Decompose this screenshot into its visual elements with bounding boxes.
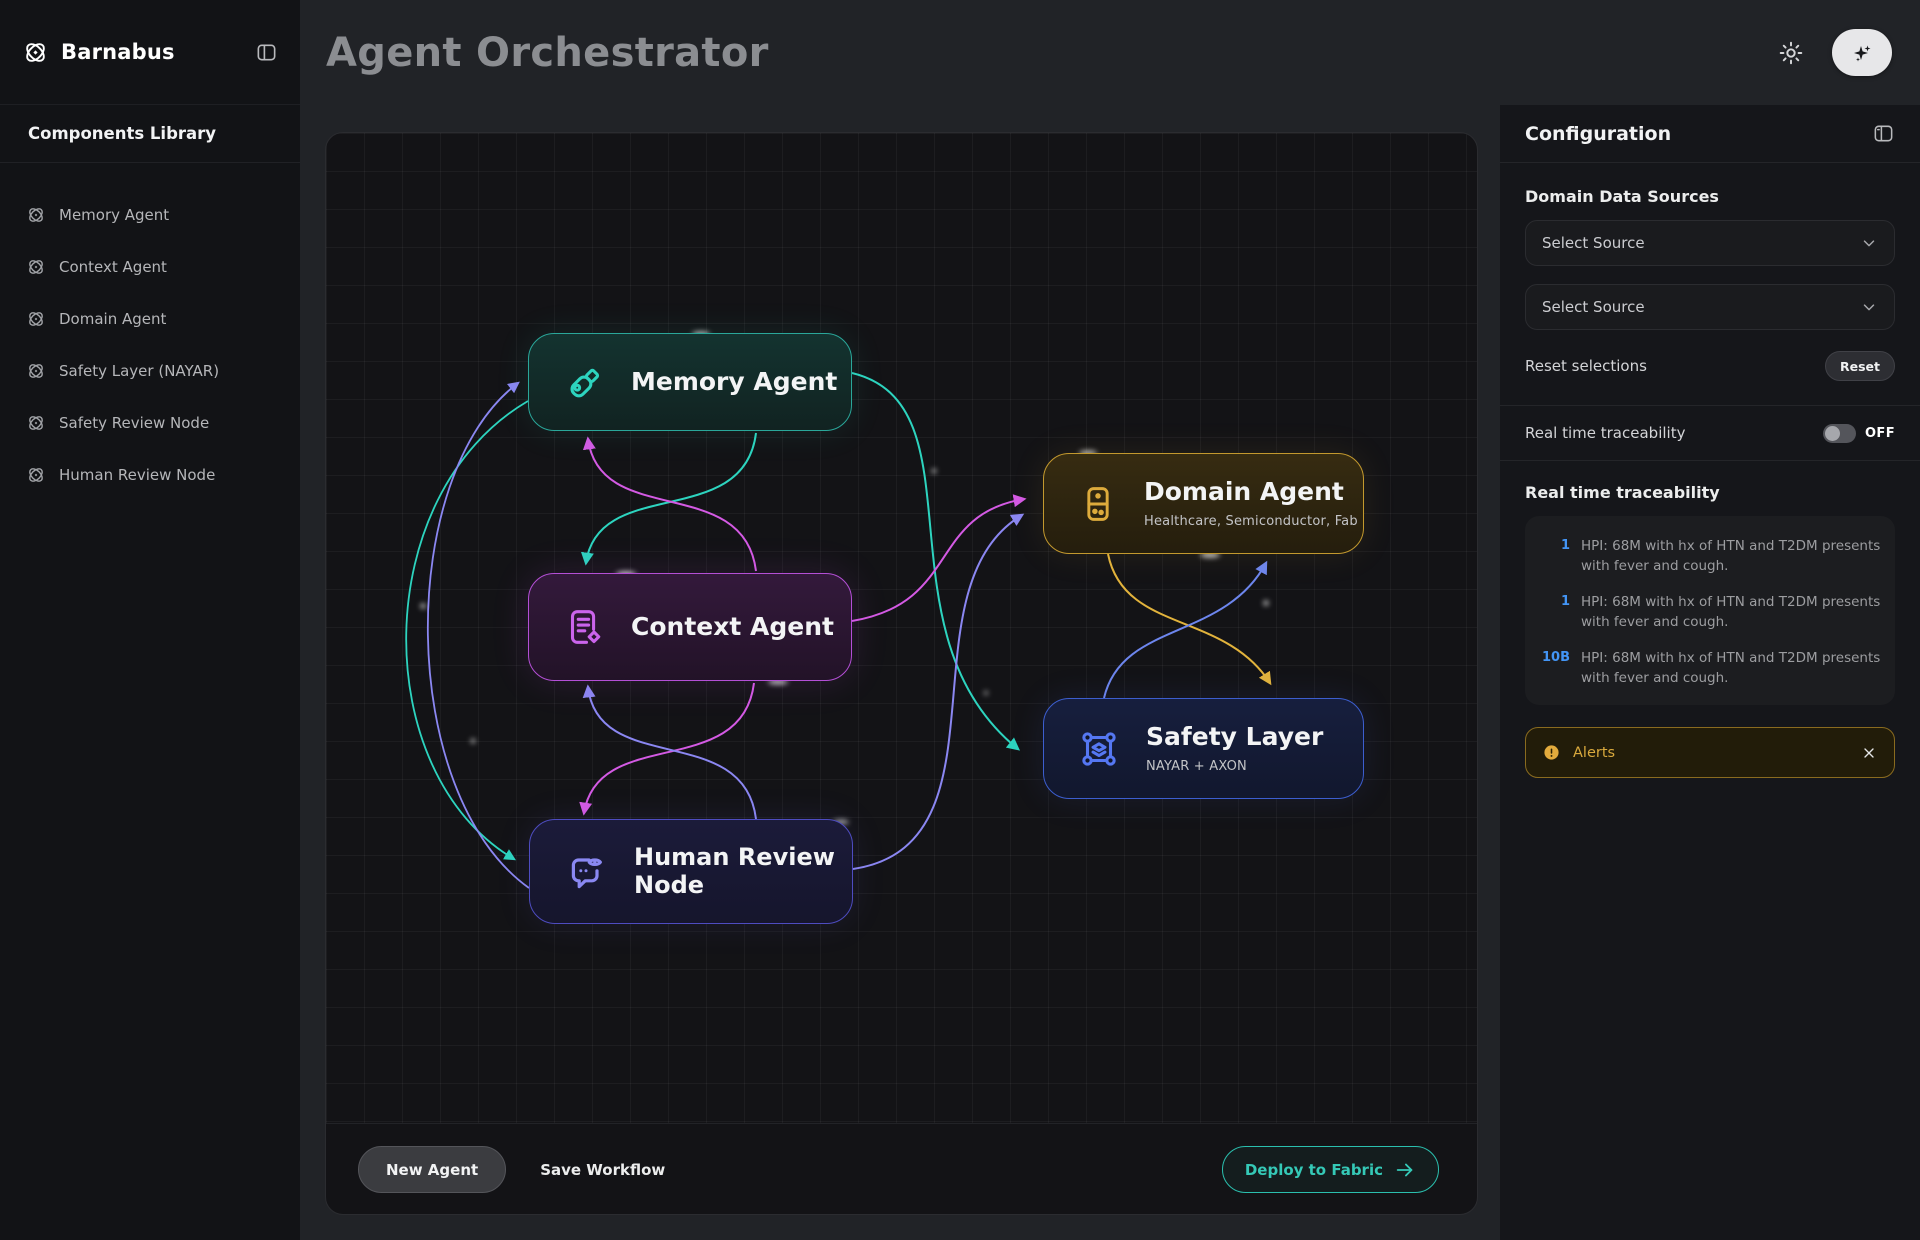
library-heading: Components Library	[28, 124, 217, 143]
sparkles-icon	[1854, 45, 1871, 61]
node-domain-agent[interactable]: Domain Agent Healthcare, Semiconductor, …	[1043, 453, 1364, 554]
configuration-header: Configuration	[1500, 105, 1920, 163]
theme-sun-icon[interactable]	[1778, 40, 1804, 66]
trace-badge: 1	[1560, 538, 1570, 553]
arrow-right-icon	[1396, 1163, 1413, 1176]
brand-name: Barnabus	[61, 40, 175, 64]
source-select-2[interactable]: Select Source	[1525, 284, 1895, 330]
human-review-chat-eye-icon	[571, 857, 602, 888]
deploy-label: Deploy to Fabric	[1244, 1160, 1383, 1179]
node-title: Context Agent	[631, 611, 834, 641]
chevron-down-icon	[1863, 304, 1875, 311]
reset-button-label: Reset	[1840, 358, 1880, 374]
trace-text: HPI: 68M with hx of HTN and T2DM present…	[1581, 650, 1881, 686]
trace-text: HPI: 68M with hx of HTN and T2DM present…	[1581, 538, 1881, 574]
node-title: Domain Agent	[1144, 477, 1344, 507]
sidebar-item-memory-agent[interactable]: Memory Agent	[0, 189, 300, 241]
workflow-edges	[405, 331, 1272, 889]
reset-row: Reset selections Reset	[1525, 351, 1895, 405]
component-icon	[29, 416, 43, 430]
toggle-state-label: OFF	[1864, 425, 1895, 441]
component-icon	[29, 312, 43, 326]
deploy-to-fabric-button[interactable]: Deploy to Fabric	[1221, 1146, 1439, 1193]
node-safety-layer[interactable]: Safety Layer NAYAR + AXON	[1043, 698, 1364, 799]
reset-button[interactable]: Reset	[1825, 351, 1895, 381]
sidebar-item-label: Memory Agent	[59, 206, 170, 224]
save-workflow-button[interactable]: Save Workflow	[540, 1160, 666, 1179]
sidebar-item-label: Domain Agent	[59, 310, 167, 328]
source-select-1[interactable]: Select Source	[1525, 220, 1895, 266]
configuration-panel: Configuration Domain Data Sources Select…	[1500, 105, 1920, 1240]
alerts-label: Alerts	[1573, 744, 1616, 761]
sidebar-item-label: Context Agent	[59, 258, 167, 276]
traceability-heading: Real time traceability	[1525, 483, 1720, 502]
toggle-knob	[1824, 425, 1840, 441]
sidebar-item-safety-review[interactable]: Safety Review Node	[0, 397, 300, 449]
node-title: Safety Layer	[1146, 722, 1324, 752]
close-icon[interactable]	[1861, 745, 1877, 761]
safety-frame-icon	[1082, 731, 1116, 766]
components-sidebar: Barnabus Components Library Memory Agent…	[0, 0, 300, 1240]
traceability-toggle-label: Real time traceability	[1525, 424, 1686, 442]
page-title: Agent Orchestrator	[326, 29, 769, 76]
node-human-review[interactable]: Human Review Node	[529, 819, 853, 924]
barnabus-logo-icon	[26, 42, 45, 62]
logo-row: Barnabus	[0, 0, 300, 105]
library-heading-row: Components Library	[0, 105, 300, 163]
source-select-1-value: Select Source	[1542, 234, 1645, 252]
sidebar-item-context-agent[interactable]: Context Agent	[0, 241, 300, 293]
component-icon	[29, 208, 43, 222]
sidebar-item-label: Safety Layer (NAYAR)	[59, 362, 220, 380]
domain-data-sources-heading: Domain Data Sources	[1525, 187, 1719, 206]
usb-drive-icon	[570, 368, 600, 398]
sidebar-item-human-review[interactable]: Human Review Node	[0, 449, 300, 501]
sidebar-item-label: Safety Review Node	[59, 414, 210, 432]
traceability-toggle-row: Real time traceability OFF	[1500, 405, 1920, 461]
context-note-icon	[570, 610, 601, 644]
node-context-agent[interactable]: Context Agent	[528, 573, 852, 681]
node-title: Memory Agent	[631, 366, 838, 396]
trace-entry: 1 HPI: 68M with hx of HTN and T2DM prese…	[1539, 593, 1881, 632]
canvas-grid[interactable]: Memory Agent Context Agent	[326, 133, 1477, 1124]
node-title: Human Review Node	[634, 842, 835, 899]
ai-assist-button[interactable]	[1832, 29, 1892, 76]
sidebar-item-domain-agent[interactable]: Domain Agent	[0, 293, 300, 345]
workflow-canvas[interactable]: Memory Agent Context Agent	[325, 132, 1478, 1215]
sidebar-item-safety-layer[interactable]: Safety Layer (NAYAR)	[0, 345, 300, 397]
trace-entry: 10B HPI: 68M with hx of HTN and T2DM pre…	[1539, 649, 1881, 688]
trace-badge: 10B	[1542, 650, 1570, 666]
reset-selections-label: Reset selections	[1525, 357, 1647, 375]
component-icon	[29, 260, 43, 274]
node-subtitle: Healthcare, Semiconductor, Fab	[1144, 513, 1358, 529]
canvas-footer: New Agent Save Workflow Deploy to Fabric	[326, 1124, 1477, 1214]
configuration-title: Configuration	[1525, 122, 1672, 145]
sidebar-item-label: Human Review Node	[59, 466, 216, 484]
traceability-toggle[interactable]	[1822, 423, 1856, 443]
component-icon	[29, 364, 43, 378]
component-icon	[29, 468, 43, 482]
domain-data-sources-section: Domain Data Sources Select Source Select…	[1500, 187, 1920, 405]
traceability-section: Real time traceability 1 HPI: 68M with h…	[1500, 461, 1920, 779]
library-items: Memory Agent Context Agent Domain Agent …	[0, 163, 300, 501]
alerts-banner[interactable]: Alerts	[1525, 727, 1895, 779]
sidebar-collapse-icon[interactable]	[255, 41, 278, 64]
top-header: Agent Orchestrator	[300, 0, 1920, 105]
chevron-down-icon	[1863, 240, 1875, 247]
node-subtitle: NAYAR + AXON	[1146, 758, 1247, 774]
warning-icon	[1544, 745, 1559, 760]
domino-icon	[1087, 486, 1109, 521]
source-select-2-value: Select Source	[1542, 298, 1645, 316]
node-memory-agent[interactable]: Memory Agent	[528, 333, 852, 431]
new-agent-label: New Agent	[386, 1160, 479, 1179]
new-agent-button[interactable]: New Agent	[358, 1146, 507, 1193]
trace-text: HPI: 68M with hx of HTN and T2DM present…	[1581, 594, 1881, 630]
trace-badge: 1	[1560, 594, 1570, 610]
trace-entry: 1 HPI: 68M with hx of HTN and T2DM prese…	[1539, 537, 1881, 576]
traceability-card: 1 HPI: 68M with hx of HTN and T2DM prese…	[1525, 516, 1895, 706]
panel-collapse-icon[interactable]	[1872, 122, 1895, 145]
